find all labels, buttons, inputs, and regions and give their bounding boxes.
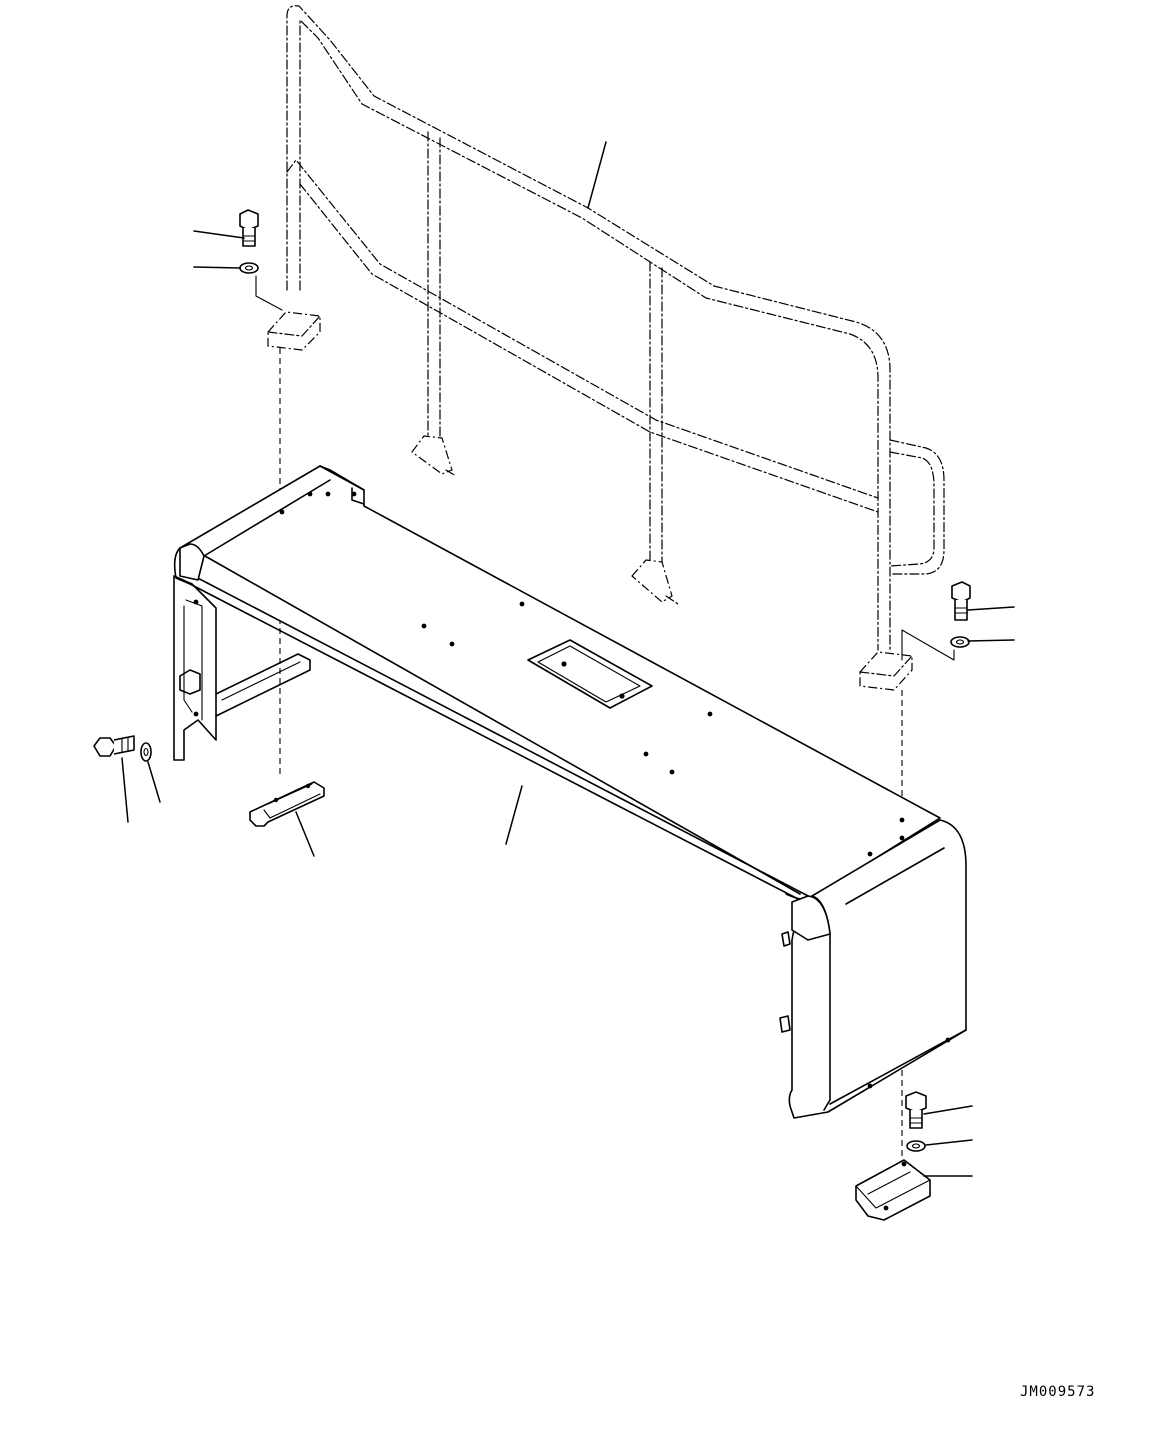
main-cover — [173, 465, 967, 1119]
bolt-right-bottom — [905, 1091, 927, 1129]
callout-leaders — [121, 141, 1015, 1177]
bolt-right-top — [951, 581, 971, 621]
drawing-code: JM009573 — [1020, 1384, 1096, 1400]
washer-left-side — [140, 742, 152, 762]
leader-bend-right — [901, 629, 955, 661]
cover-holes — [193, 491, 951, 1089]
handrail — [267, 5, 945, 691]
bolt-left-top — [239, 209, 259, 247]
washer-right-bottom — [906, 1140, 926, 1152]
bolt-left-side — [93, 735, 135, 757]
bracket-left — [249, 781, 325, 827]
washer-right-top — [950, 636, 970, 648]
washer-left-top — [239, 262, 259, 274]
bracket-right — [855, 1159, 931, 1221]
leader-bend-left — [255, 275, 283, 311]
